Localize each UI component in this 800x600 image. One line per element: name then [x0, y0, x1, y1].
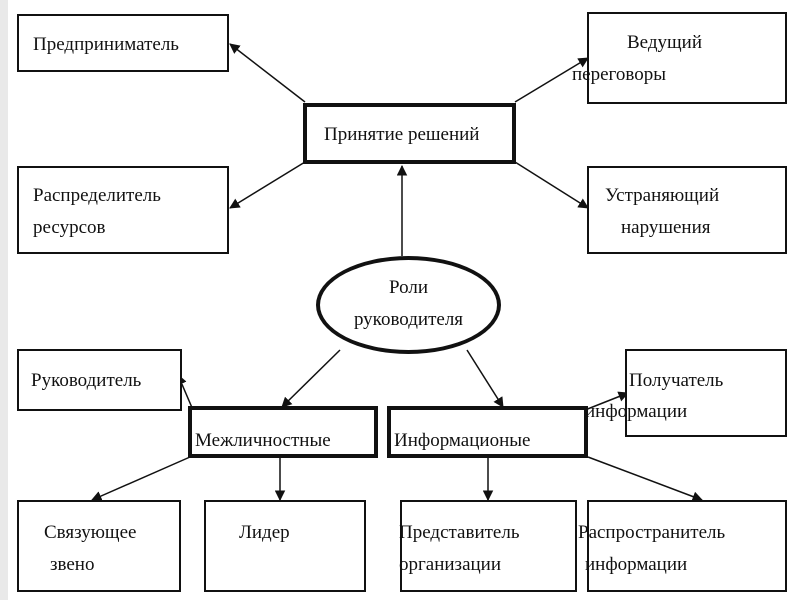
decisions-label: Принятие решений	[324, 124, 480, 145]
arrow-oval-to-interpersonal	[281, 349, 341, 408]
liaison-box: Связующее звено	[17, 500, 181, 592]
interpersonal-label: Межличностные	[195, 430, 331, 451]
entrepreneur-label: Предприниматель	[33, 34, 179, 55]
negotiator-box: Ведущий переговоры	[572, 12, 787, 104]
interpersonal-box: Межличностные	[188, 406, 378, 458]
receiver-label-line2: информации	[585, 401, 688, 422]
arrow-to-liaison	[91, 456, 191, 502]
arrow-to-disturbance	[514, 161, 589, 209]
oval-label-line1: Роли	[389, 277, 428, 298]
arrow-to-receiver	[584, 391, 629, 411]
disseminator-box: Распространитель информации	[578, 500, 787, 592]
disturbance-label-line2: нарушения	[621, 217, 711, 238]
allocator-label-line1: Распределитель	[33, 185, 161, 206]
decisions-box: Принятие решений	[303, 103, 516, 164]
arrow-oval-to-informational	[466, 349, 504, 408]
liaison-label-line2: звено	[50, 554, 95, 575]
leader-head-box: Руководитель	[17, 349, 182, 411]
arrow-to-entrepreneur	[229, 43, 306, 103]
negotiator-label-line2: переговоры	[572, 64, 666, 85]
informational-box: Информационые	[387, 406, 588, 458]
representative-label-line2: организации	[399, 554, 502, 575]
leader-head-label: Руководитель	[31, 370, 142, 391]
disseminator-label-line1: Распространитель	[578, 522, 726, 543]
left-edge-strip	[0, 0, 8, 600]
disturbance-label-line1: Устраняющий	[605, 185, 720, 206]
representative-label-line1: Представитель	[399, 522, 520, 543]
receiver-label-line1: Получатель	[629, 370, 724, 391]
disturbance-box: Устраняющий нарушения	[587, 166, 787, 254]
arrow-to-allocator	[229, 161, 306, 209]
oval-label-line2: руководителя	[353, 309, 464, 330]
receiver-box: Получатель информации	[585, 349, 787, 437]
disseminator-label-line2: информации	[585, 554, 688, 575]
allocator-box: Распределитель ресурсов	[17, 166, 229, 254]
manager-roles-oval: Роли руководителя	[316, 256, 501, 354]
representative-box: Представитель организации	[399, 500, 577, 592]
entrepreneur-box: Предприниматель	[17, 14, 229, 72]
allocator-label-line2: ресурсов	[33, 217, 106, 238]
arrow-to-negotiator	[514, 57, 589, 103]
leader-box: Лидер	[204, 500, 366, 592]
arrow-to-disseminator	[587, 456, 703, 502]
leader-label: Лидер	[239, 522, 290, 543]
liaison-label-line1: Связующее	[44, 522, 137, 543]
informational-label: Информационые	[394, 430, 531, 451]
negotiator-label-line1: Ведущий	[627, 32, 702, 53]
